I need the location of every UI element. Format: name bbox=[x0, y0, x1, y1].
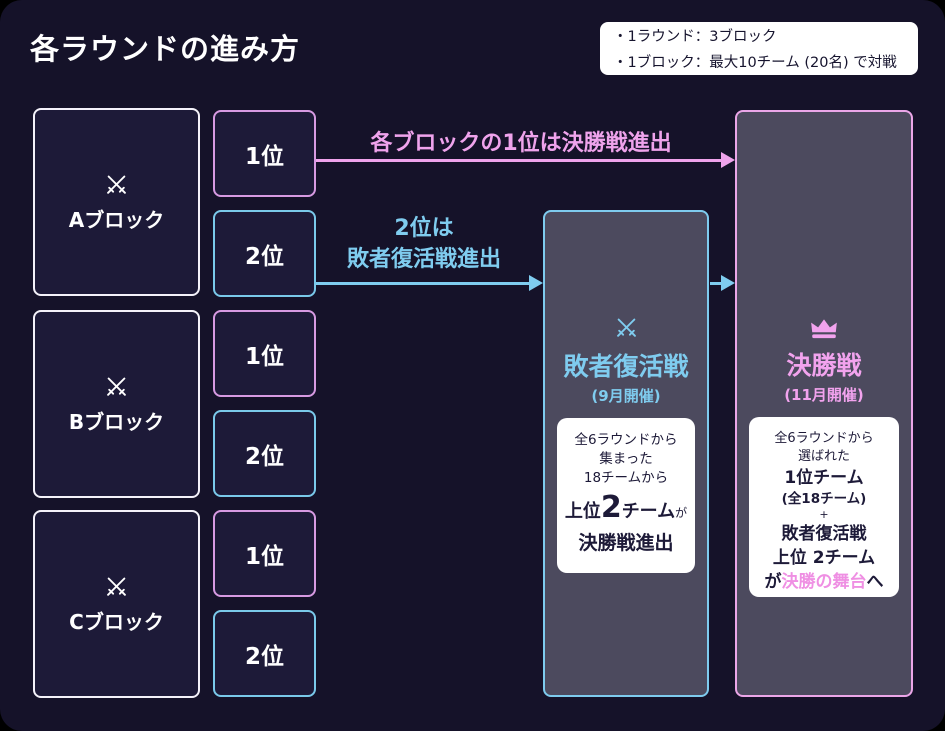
block-c: Cブロック bbox=[33, 510, 200, 698]
final-card-line1: 全6ラウンドから bbox=[774, 431, 874, 446]
loser-card-line2: 集まった bbox=[599, 451, 653, 467]
info-line-2: ・1ブロック：最大10チーム (20名) で対戦 bbox=[613, 55, 897, 71]
first-place-arrow-label: 各ブロックの1位は決勝戦進出 bbox=[370, 131, 672, 156]
line8-prefix: が bbox=[764, 572, 782, 592]
final-card-line2: 選ばれた bbox=[797, 449, 850, 464]
loser-bracket-to-final-arrow-line bbox=[710, 282, 722, 285]
loser-card-emphasis-line: 上位2チームが bbox=[559, 491, 693, 530]
crossed-swords-icon bbox=[103, 172, 130, 199]
final-stage-title: 決勝戦 bbox=[786, 351, 862, 380]
loser-bracket-card: 全6ラウンドから 集まった 18チームから 上位2チームが 決勝戦進出 bbox=[557, 418, 695, 573]
emph-number: 2 bbox=[600, 490, 622, 525]
second-place-arrowhead-icon bbox=[529, 275, 543, 291]
crown-icon bbox=[809, 317, 839, 341]
second-place-arrow-label: 2位は 敗者復活戦進出 bbox=[316, 213, 532, 275]
loser-bracket-title: 敗者復活戦 bbox=[563, 352, 689, 381]
info-line-1: ・1ラウンド：3ブロック bbox=[613, 29, 777, 45]
second-place-arrow-label-line2: 敗者復活戦進出 bbox=[346, 247, 501, 272]
final-card-line4: (全18チーム) bbox=[781, 491, 867, 507]
block-b-second-place-box: 2位 bbox=[213, 410, 316, 497]
emph-prefix: 上位 bbox=[564, 501, 601, 522]
second-place-arrow-line bbox=[316, 282, 530, 285]
final-card-line3: 1位チーム bbox=[784, 468, 864, 488]
final-card-line8: が決勝の舞台へ bbox=[751, 570, 897, 594]
block-c-first-place-box: 1位 bbox=[213, 510, 316, 597]
line8-highlight: 決勝の舞台 bbox=[781, 572, 867, 592]
final-card-line6: 敗者復活戦 bbox=[781, 524, 867, 544]
block-b-label: Bブロック bbox=[68, 409, 165, 434]
emph-particle: が bbox=[675, 506, 688, 520]
final-stage-card: 全6ラウンドから 選ばれた 1位チーム (全18チーム) + 敗者復活戦 上位 … bbox=[749, 417, 899, 597]
crossed-swords-icon bbox=[103, 574, 130, 601]
final-stage-subtitle: (11月開催) bbox=[784, 386, 864, 404]
block-a-first-place-box: 1位 bbox=[213, 110, 316, 197]
crossed-swords-icon bbox=[613, 315, 640, 342]
block-c-second-place-box: 2位 bbox=[213, 610, 316, 697]
final-stage-panel: 決勝戦 (11月開催) 全6ラウンドから 選ばれた 1位チーム (全18チーム)… bbox=[735, 110, 913, 697]
block-b: Bブロック bbox=[33, 310, 200, 498]
loser-card-line5: 決勝戦進出 bbox=[578, 532, 674, 554]
loser-bracket-subtitle: (9月開催) bbox=[591, 387, 661, 405]
loser-card-line1: 全6ラウンドから bbox=[574, 432, 678, 448]
info-box: ・1ラウンド：3ブロック ・1ブロック：最大10チーム (20名) で対戦 bbox=[600, 22, 918, 75]
page-title: 各ラウンドの進み方 bbox=[30, 32, 301, 66]
loser-bracket-panel: 敗者復活戦 (9月開催) 全6ラウンドから 集まった 18チームから 上位2チー… bbox=[543, 210, 709, 697]
first-place-arrowhead-icon bbox=[721, 152, 735, 168]
first-place-arrow-line bbox=[316, 159, 722, 162]
emph-suffix: チーム bbox=[621, 501, 676, 522]
loser-bracket-to-final-arrowhead-icon bbox=[721, 275, 735, 291]
block-a-label: Aブロック bbox=[68, 207, 165, 232]
block-b-first-place-box: 1位 bbox=[213, 310, 316, 397]
crossed-swords-icon bbox=[103, 374, 130, 401]
second-place-arrow-label-line1: 2位は bbox=[394, 216, 454, 241]
block-c-label: Cブロック bbox=[69, 609, 164, 634]
block-a: Aブロック bbox=[33, 108, 200, 296]
loser-card-line3: 18チームから bbox=[583, 470, 669, 486]
final-card-plus: + bbox=[819, 508, 829, 521]
block-a-second-place-box: 2位 bbox=[213, 210, 316, 297]
line8-suffix: へ bbox=[866, 572, 884, 592]
final-card-line7: 上位 2チーム bbox=[772, 548, 876, 568]
